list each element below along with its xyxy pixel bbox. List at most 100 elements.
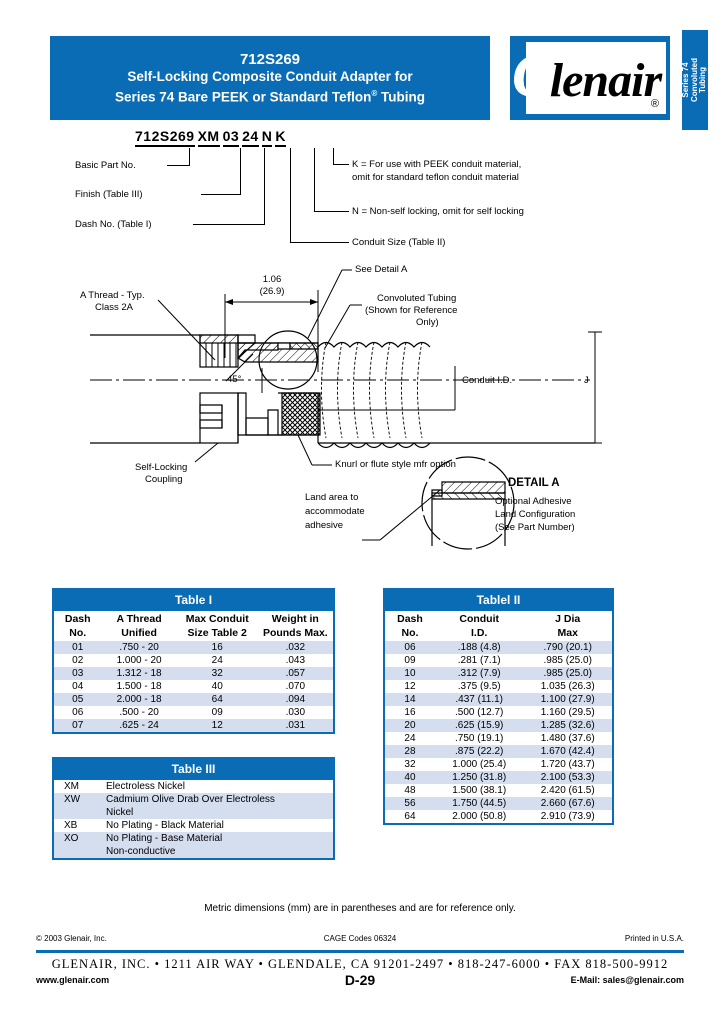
t1-r0-c2: 16 xyxy=(211,642,223,653)
t2-r4-c1: .437 (11.1) xyxy=(455,694,503,705)
logo-registered-icon: ® xyxy=(650,98,659,110)
t2-r10-c0: 40 xyxy=(404,772,416,783)
t1-r5-c3: .030 xyxy=(285,707,306,718)
t2-r12-c1: 1.750 (44.5) xyxy=(452,798,507,809)
adapter-cross-section-svg xyxy=(90,269,602,550)
table-row: 12 .375 (9.5) 1.035 (26.3) xyxy=(385,680,612,693)
t1-r1-c2: 24 xyxy=(211,655,223,666)
t2-r5-c1: .500 (12.7) xyxy=(455,707,504,718)
detail-a-circle xyxy=(421,456,515,550)
leader-basic-vert xyxy=(189,148,190,166)
copyright-text: © 2003 Glenair, Inc. xyxy=(36,934,107,943)
leader-k-vert xyxy=(333,148,334,165)
t2-r2-c1: .312 (7.9) xyxy=(457,668,501,679)
header-title-line2-suffix: Tubing xyxy=(377,89,425,105)
t1-r0-c3: .032 xyxy=(285,642,306,653)
t1-r1-c3: .043 xyxy=(285,655,306,666)
table-row: 16 .500 (12.7) 1.160 (29.5) xyxy=(385,706,612,719)
t1-r5-c1: .500 - 20 xyxy=(119,707,159,718)
t2-r5-c2: 1.160 (29.5) xyxy=(540,707,595,718)
t1-r3-c0: 04 xyxy=(72,681,84,692)
header-part-number: 712S269 xyxy=(239,50,301,68)
table-row: 40 1.250 (31.8) 2.100 (53.3) xyxy=(385,771,612,784)
table-row: XO No Plating - Base Material xyxy=(54,832,333,845)
pn-seg-k: K xyxy=(275,128,286,147)
table-row: 32 1.000 (25.4) 1.720 (43.7) xyxy=(385,758,612,771)
t2-r0-c2: .790 (20.1) xyxy=(543,642,592,653)
table-row: 48 1.500 (38.1) 2.420 (61.5) xyxy=(385,784,612,797)
label-dash-no: Dash No. (Table I) xyxy=(75,219,152,230)
t1-r4-c2: 64 xyxy=(211,694,223,705)
label-a-thread-line2: Class 2A xyxy=(95,302,134,313)
table-3-grid: XM Electroless Nickel XW Cadmium Olive D… xyxy=(54,780,333,858)
t2-h2-c3: Max xyxy=(557,627,578,639)
t2-r8-c1: .875 (22.2) xyxy=(455,746,504,757)
t1-h2-c2: Unified xyxy=(121,627,157,639)
t3-r3-code: XO xyxy=(64,833,79,844)
t2-r1-c0: 09 xyxy=(404,655,416,666)
label-convoluted-line1: Convoluted Tubing xyxy=(377,293,457,304)
registered-mark: ® xyxy=(371,88,378,98)
header-title-line2-text: Series 74 Bare PEEK or Standard Teflon xyxy=(115,89,372,105)
leader-k-horz xyxy=(333,164,349,165)
table-row: 64 2.000 (50.8) 2.910 (73.9) xyxy=(385,810,612,823)
table-3: Table III XM Electroless Nickel XW Cadmi… xyxy=(52,757,335,860)
t2-r12-c2: 2.660 (67.6) xyxy=(540,798,595,809)
t1-r6-c0: 07 xyxy=(72,720,84,731)
t2-r4-c0: 14 xyxy=(404,694,416,705)
pn-seg-dash: 03 xyxy=(222,128,240,147)
t2-r3-c0: 12 xyxy=(404,681,416,692)
header-title-banner: 712S269 Self-Locking Composite Conduit A… xyxy=(50,36,490,120)
t3-r1-code: XW xyxy=(64,794,81,805)
email-link[interactable]: E-Mail: sales@glenair.com xyxy=(570,975,684,985)
technical-drawing: 1.06 (26.9) A Thread - Typ. Class 2A 45°… xyxy=(50,250,670,580)
logo-letters-lenair: lenair xyxy=(549,53,662,107)
t2-r2-c0: 10 xyxy=(404,668,416,679)
label-non-self-locking: N = Non-self locking, omit for self lock… xyxy=(352,206,524,217)
table-2-grid: Dash Conduit J Dia No. I.D. Max 06 .188 … xyxy=(385,611,612,823)
t2-r10-c1: 1.250 (31.8) xyxy=(452,772,507,783)
label-self-locking-line2: Coupling xyxy=(145,474,183,485)
table-row: 03 1.312 - 18 32 .057 xyxy=(54,667,333,680)
detail-a-line3: (See Part Number) xyxy=(495,522,575,533)
label-45-degree: 45° xyxy=(227,374,242,385)
table-row: 20 .625 (15.9) 1.285 (32.6) xyxy=(385,719,612,732)
label-land-line1: Land area to xyxy=(305,492,359,503)
t2-r7-c1: .750 (19.1) xyxy=(455,733,504,744)
t2-r4-c2: 1.100 (27.9) xyxy=(540,694,595,705)
t1-r6-c2: 12 xyxy=(211,720,223,731)
t1-h2-c3: Size Table 2 xyxy=(187,627,247,639)
t2-r7-c2: 1.480 (37.6) xyxy=(540,733,595,744)
table-row: 10 .312 (7.9) .985 (25.0) xyxy=(385,667,612,680)
website-link[interactable]: www.glenair.com xyxy=(36,975,110,985)
table-1-title: Table I xyxy=(54,590,333,611)
t2-r6-c0: 20 xyxy=(404,720,416,731)
t2-r13-c2: 2.910 (73.9) xyxy=(540,811,595,822)
leader-size-vert xyxy=(290,148,291,243)
table-row: 06 .500 - 20 09 .030 xyxy=(54,706,333,719)
t2-r9-c0: 32 xyxy=(404,759,416,770)
t2-r11-c2: 2.420 (61.5) xyxy=(540,785,595,796)
t1-r2-c1: 1.312 - 18 xyxy=(116,668,162,679)
side-tab-label: Series 74 Convoluted Tubing xyxy=(681,30,708,130)
label-peek-line1: K = For use with PEEK conduit material, xyxy=(352,159,522,170)
label-conduit-id: Conduit I.D. xyxy=(462,375,513,386)
t1-r3-c2: 40 xyxy=(211,681,223,692)
t2-r12-c0: 56 xyxy=(404,798,416,809)
t2-r3-c2: 1.035 (26.3) xyxy=(540,681,595,692)
table-row: 01 .750 - 20 16 .032 xyxy=(54,641,333,654)
t2-r8-c0: 28 xyxy=(404,746,416,757)
leader-dash-horz xyxy=(193,224,265,225)
label-self-locking-line1: Self-Locking xyxy=(135,462,188,473)
t1-r5-c2: 09 xyxy=(211,707,223,718)
pn-seg-finish: XM xyxy=(197,128,220,147)
t3-r3-desc2: Non-conductive xyxy=(106,846,176,857)
table-row: XW Cadmium Olive Drab Over Electroless xyxy=(54,793,333,806)
t1-r4-c1: 2.000 - 18 xyxy=(116,694,162,705)
detail-a-line2: Land Configuration xyxy=(495,509,576,520)
logo-white-panel xyxy=(526,42,666,114)
label-j-dimension: J xyxy=(584,375,589,386)
table-row: 14 .437 (11.1) 1.100 (27.9) xyxy=(385,693,612,706)
